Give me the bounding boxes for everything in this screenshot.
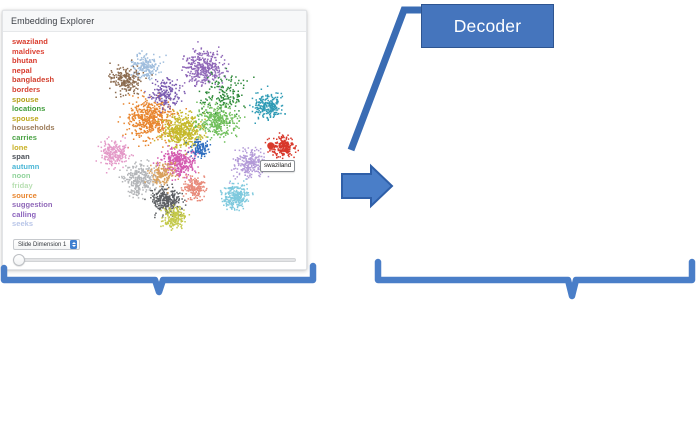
dimension-slider-row: Slide Dimension 1 bbox=[3, 237, 306, 269]
legend-word[interactable]: autumn bbox=[12, 161, 40, 171]
scatter-cluster bbox=[219, 178, 254, 212]
scatter-cluster bbox=[144, 161, 179, 194]
right-curly-brace-icon bbox=[374, 258, 696, 300]
scatter-cluster bbox=[264, 132, 299, 160]
scatter-cluster bbox=[189, 97, 246, 144]
legend-word[interactable]: households bbox=[12, 123, 55, 133]
scatter-cluster bbox=[176, 41, 230, 91]
highlighted-data-point[interactable] bbox=[267, 142, 275, 150]
chevron-down-icon bbox=[71, 244, 76, 247]
legend-word[interactable]: spouse bbox=[12, 94, 39, 104]
scatter-cluster bbox=[144, 183, 190, 219]
scatter-cluster bbox=[198, 67, 255, 124]
stepper-up-down-icon[interactable] bbox=[70, 240, 78, 249]
legend-word[interactable]: suggestion bbox=[12, 200, 53, 210]
scatter-cluster bbox=[108, 59, 153, 98]
legend-word[interactable]: swaziland bbox=[12, 37, 48, 46]
slider-track[interactable] bbox=[17, 257, 296, 262]
scatter-cluster bbox=[153, 109, 207, 156]
dimension-select-label: Slide Dimension 1 bbox=[18, 241, 67, 248]
legend-word[interactable]: noon bbox=[12, 171, 31, 181]
legend-word[interactable]: seeks bbox=[12, 219, 34, 229]
legend-word[interactable]: borders bbox=[12, 84, 41, 94]
legend-word[interactable]: spouse bbox=[12, 113, 39, 123]
legend-word[interactable]: nepal bbox=[12, 65, 32, 75]
decoder-block[interactable]: Decoder bbox=[421, 4, 554, 48]
scatter-cluster bbox=[130, 50, 167, 81]
legend-word[interactable]: span bbox=[12, 152, 30, 162]
scatter-cluster bbox=[228, 146, 270, 184]
explorer-titlebar: Embedding Explorer bbox=[3, 11, 306, 32]
legend-word[interactable]: locations bbox=[12, 104, 46, 114]
dimension-slider[interactable] bbox=[13, 254, 296, 266]
embedding-scatter-plot[interactable]: swaziland bbox=[75, 32, 304, 237]
legend-word[interactable]: carries bbox=[12, 132, 37, 142]
dimension-select[interactable]: Slide Dimension 1 bbox=[13, 239, 81, 250]
scatter-cluster bbox=[180, 172, 208, 202]
scatter-cluster bbox=[144, 77, 186, 114]
scatter-cluster bbox=[249, 85, 286, 124]
right-arrow-icon bbox=[341, 163, 394, 209]
point-tooltip: swaziland bbox=[260, 160, 296, 172]
legend-word[interactable]: maldives bbox=[12, 46, 45, 56]
legend-word[interactable]: bhutan bbox=[12, 56, 38, 66]
slider-thumb[interactable] bbox=[13, 254, 25, 266]
scatter-cluster bbox=[152, 143, 199, 184]
scatter-cluster bbox=[117, 89, 187, 149]
scatter-svg bbox=[95, 41, 299, 231]
chevron-up-icon bbox=[71, 242, 76, 245]
scatter-cluster bbox=[160, 204, 191, 231]
legend-word[interactable]: calling bbox=[12, 209, 37, 219]
scatter-cluster bbox=[95, 136, 134, 174]
diagonal-connector-line bbox=[347, 6, 421, 152]
legend-word[interactable]: friday bbox=[12, 180, 33, 190]
legend-word[interactable]: bangladesh bbox=[12, 75, 55, 85]
legend-word[interactable]: source bbox=[12, 190, 37, 200]
decoder-label: Decoder bbox=[453, 15, 522, 36]
scatter-cluster bbox=[185, 138, 212, 160]
page-title: Embedding Explorer bbox=[11, 16, 95, 26]
legend-word[interactable]: lone bbox=[12, 142, 28, 152]
